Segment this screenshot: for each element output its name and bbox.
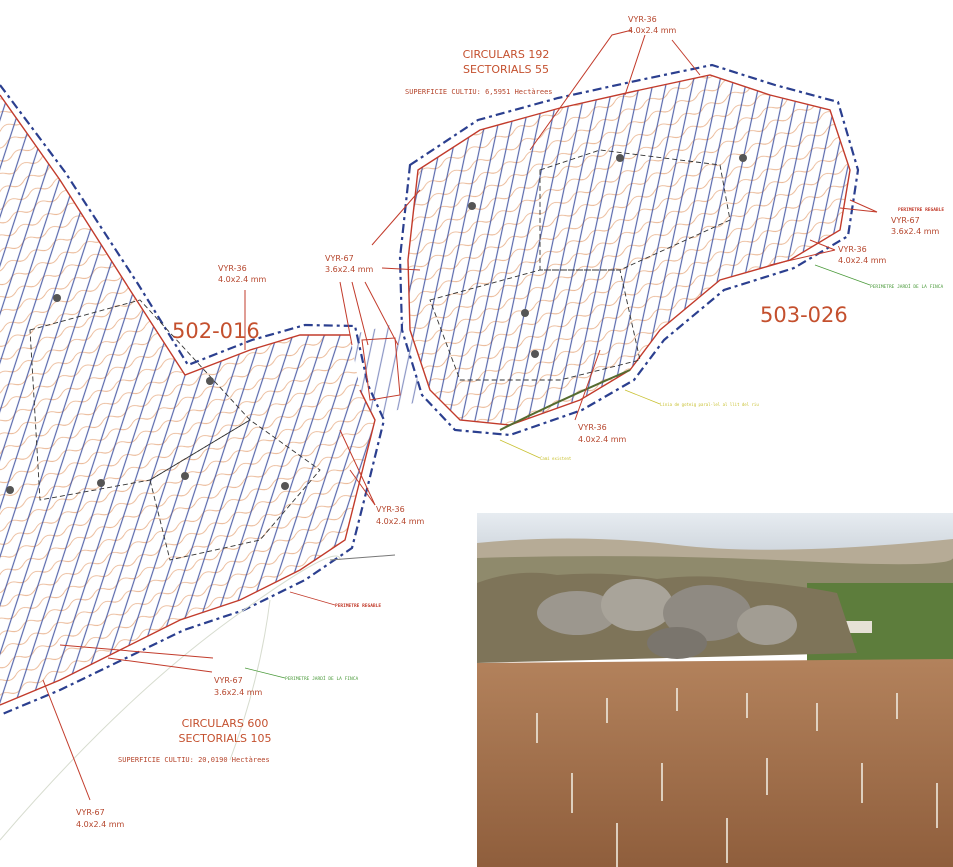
callout-c1: VYR-36 4.0x2.4 mm bbox=[628, 15, 677, 35]
block-502-code: 502-016 bbox=[172, 319, 260, 343]
block-503-sectorials: SECTORIALS 55 bbox=[463, 63, 549, 76]
block-503-surface: SUPERFICIE CULTIU: 6,5951 Hectàrees bbox=[405, 88, 553, 96]
callout-c9: VYR-67 4.0x2.4 mm bbox=[76, 808, 125, 829]
legend-linia-goteig: Línia de goteig paral·lel al llit del ri… bbox=[660, 402, 759, 407]
callout-model: VYR-36 bbox=[838, 245, 867, 254]
callout-c3: VYR-67 3.6x2.4 mm bbox=[325, 254, 374, 274]
callout-model: VYR-36 bbox=[628, 15, 657, 24]
legend-perimetre-jardi: PERIMETRE JARDÍ DE LA FINCA bbox=[285, 674, 358, 682]
block-502-surface: SUPERFICIE CULTIU: 20,0190 Hectàrees bbox=[118, 756, 270, 764]
callout-size: 3.6x2.4 mm bbox=[325, 265, 374, 274]
block-502-circulars: CIRCULARS 600 bbox=[182, 717, 269, 730]
callout-model: VYR-36 bbox=[376, 505, 405, 514]
legend-perimetre-regable-503: PERIMETRE REGABLE bbox=[898, 207, 944, 213]
legend-perimetre-regable: PERIMETRE REGABLE bbox=[335, 603, 381, 609]
callout-model: VYR-67 bbox=[325, 254, 354, 263]
callout-model: VYR-67 bbox=[214, 676, 243, 685]
callout-leaders bbox=[42, 29, 878, 801]
callout-c7: VYR-36 4.0x2.4 mm bbox=[376, 505, 425, 526]
callout-size: 4.0x2.4 mm bbox=[218, 275, 267, 284]
callout-c2: VYR-36 4.0x2.4 mm bbox=[218, 264, 267, 284]
callout-c5: VYR-36 4.0x2.4 mm bbox=[838, 245, 887, 265]
callout-size: 4.0x2.4 mm bbox=[838, 256, 887, 265]
block-503-code: 503-026 bbox=[760, 303, 848, 327]
block-503-circulars: CIRCULARS 192 bbox=[463, 48, 550, 61]
field-503-area bbox=[398, 63, 860, 437]
background-contour-lines bbox=[0, 554, 396, 841]
callout-model: VYR-67 bbox=[891, 216, 920, 225]
callout-model: VYR-36 bbox=[218, 264, 247, 273]
block-502-sectorials: SECTORIALS 105 bbox=[178, 732, 271, 745]
legend-perimetre-jardi-503: PERIMETRE JARDÍ DE LA FINCA bbox=[870, 282, 943, 290]
callout-c6: VYR-36 4.0x2.4 mm bbox=[578, 423, 627, 444]
callout-c8: VYR-67 3.6x2.4 mm bbox=[214, 676, 263, 697]
callout-size: 3.6x2.4 mm bbox=[214, 688, 263, 697]
legend-annotations: PERIMETRE REGABLE PERIMETRE REGABLE PERI… bbox=[244, 207, 944, 682]
field-502-area bbox=[0, 84, 386, 717]
callout-c4: VYR-67 3.6x2.4 mm bbox=[891, 216, 940, 236]
callout-size: 4.0x2.4 mm bbox=[76, 820, 125, 829]
callout-size: 4.0x2.4 mm bbox=[628, 26, 677, 35]
field-photo-illustration bbox=[477, 513, 953, 867]
field-photograph bbox=[477, 513, 953, 867]
callout-size: 3.6x2.4 mm bbox=[891, 227, 940, 236]
callout-size: 4.0x2.4 mm bbox=[376, 517, 425, 526]
callout-size: 4.0x2.4 mm bbox=[578, 435, 627, 444]
callout-model: VYR-67 bbox=[76, 808, 105, 817]
legend-cami: Camí existent bbox=[540, 456, 572, 461]
callout-model: VYR-36 bbox=[578, 423, 607, 432]
